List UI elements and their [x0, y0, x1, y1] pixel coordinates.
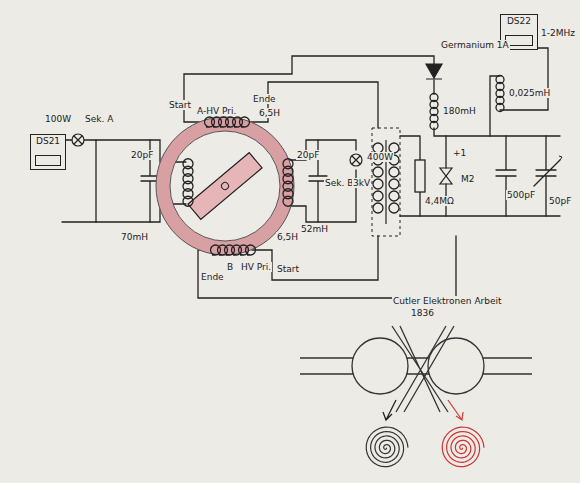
- component-label: 1836: [410, 308, 435, 318]
- trim-arrow: [559, 156, 562, 160]
- component-label: 180mH: [442, 106, 477, 116]
- oscilloscope: DS21: [30, 134, 66, 170]
- component-label: +1: [452, 148, 467, 158]
- component-label: 20pF: [296, 150, 320, 160]
- component-label: 70mH: [120, 232, 149, 242]
- component-label: 1-2MHz: [540, 28, 576, 38]
- component-label: 400W: [366, 152, 394, 162]
- component-label: 52mH: [300, 224, 329, 234]
- spark-gap: [440, 168, 452, 184]
- component-label: 4,4MΩ: [424, 196, 455, 206]
- lamp-symbol: [72, 134, 362, 166]
- component-label: 6,5H: [258, 108, 281, 118]
- component-label: 20pF: [130, 150, 154, 160]
- component-label: B: [226, 262, 234, 272]
- component-label: Ende: [200, 272, 225, 282]
- component-label: Start: [168, 100, 192, 110]
- component-label: 500pF: [506, 190, 536, 200]
- toroid-outline: [170, 131, 280, 241]
- component-label: HV Pri.: [240, 262, 272, 272]
- toroid-core: [163, 124, 287, 248]
- component-label: 0,025mH: [508, 88, 551, 98]
- component-label: Sek. B: [324, 178, 354, 188]
- component-label: Germanium 1A: [440, 40, 510, 50]
- electron-spiral: [366, 427, 484, 467]
- diode-symbol: [426, 64, 442, 79]
- component-label: Ende: [252, 94, 277, 104]
- coil-windings: [183, 76, 504, 256]
- component-label: 6,5H: [276, 232, 299, 242]
- component-label: Sek. A: [84, 114, 114, 124]
- transformer-box: [372, 128, 400, 236]
- wires: [62, 48, 560, 298]
- component-label: 50pF: [548, 196, 572, 206]
- instrument-name: DS22: [501, 15, 537, 27]
- toroid-outline: [156, 117, 294, 255]
- instrument-name: DS21: [31, 135, 65, 147]
- rotor-sketch: [300, 326, 532, 420]
- resistor-symbol: [415, 160, 425, 192]
- component-label: 3kV: [352, 178, 371, 188]
- scope-screen: [35, 155, 61, 166]
- component-label: A-HV Pri.: [196, 106, 237, 116]
- component-label: M2: [460, 174, 476, 184]
- magnet-bar: [188, 153, 262, 220]
- component-label: Cutler Elektronen Arbeit: [392, 296, 503, 306]
- component-label: Start: [276, 264, 300, 274]
- component-label: 100W: [44, 114, 72, 124]
